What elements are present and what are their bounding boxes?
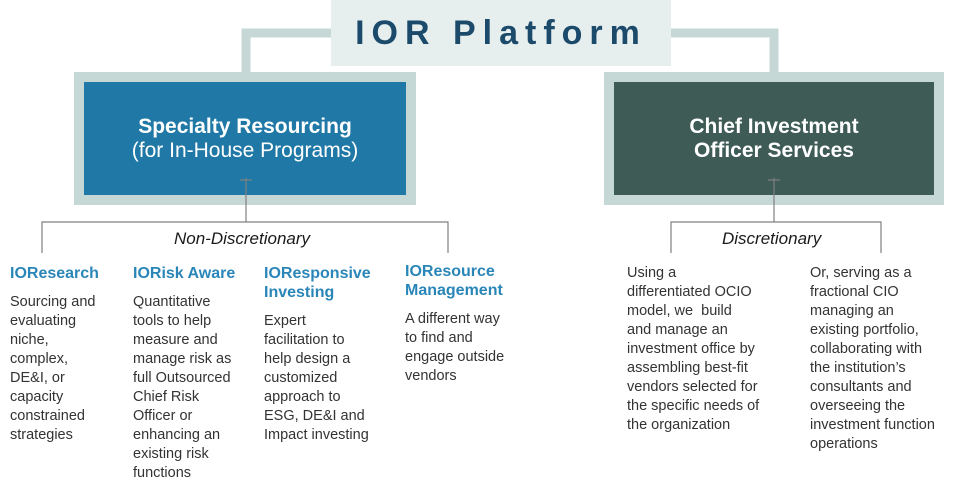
text-line: managing an	[810, 303, 894, 319]
text-line: capacity	[10, 389, 64, 405]
column-heading-2: Management	[405, 282, 503, 299]
text-line: existing risk	[133, 446, 209, 462]
text-line: consultants and	[810, 379, 912, 395]
title-box: IOR Platform	[331, 0, 671, 66]
non-discretionary-label: Non-Discretionary	[174, 229, 311, 248]
column-heading: IOResource	[405, 263, 495, 280]
left-bracket	[41, 221, 449, 253]
column-description: Using a differentiated OCIO model, we bu…	[627, 264, 797, 435]
text-line: tools to help	[133, 313, 212, 329]
text-line: investment function	[810, 417, 935, 433]
text-line: complex,	[10, 351, 69, 367]
column-description: Sourcing and evaluating niche, complex, …	[10, 293, 125, 445]
right-box-title-2: Officer Services	[694, 138, 854, 162]
text-line: constrained	[10, 408, 85, 424]
column-fractional-cio: Or, serving as a fractional CIO managing…	[810, 264, 960, 454]
column-heading-2: Investing	[264, 284, 335, 301]
text-line: investment office by	[627, 341, 755, 357]
cio-services-box: Chief Investment Officer Services	[614, 82, 934, 195]
text-line: functions	[133, 465, 192, 481]
column-description: A different way to find and engage outsi…	[405, 310, 525, 386]
column-ioresource-management: IOResource Management A different way to…	[405, 262, 525, 386]
column-ioresponsive-investing: IOResponsive Investing Expert facilitati…	[264, 264, 399, 445]
title-connector-right	[671, 28, 779, 72]
text-line: and manage an	[627, 322, 728, 338]
specialty-resourcing-box: Specialty Resourcing (for In-House Progr…	[84, 82, 406, 195]
column-heading: IORisk Aware	[133, 265, 236, 282]
text-line: Sourcing and	[10, 294, 96, 310]
text-line: Or, serving as a	[810, 265, 912, 281]
text-line: Impact investing	[264, 427, 369, 443]
right-box-fill	[614, 82, 934, 195]
text-line: fractional CIO	[810, 284, 899, 300]
text-line: existing portfolio,	[810, 322, 919, 338]
left-box-subtitle: (for In-House Programs)	[131, 138, 359, 162]
text-line: Expert	[264, 313, 306, 329]
text-line: strategies	[10, 427, 73, 443]
text-line: engage outside	[405, 349, 505, 365]
text-line: assembling best-fit	[627, 360, 748, 376]
right-box-title-1: Chief Investment	[689, 114, 859, 138]
text-line: full Outsourced	[133, 370, 231, 386]
text-line: customized	[264, 370, 338, 386]
text-line: the organization	[627, 417, 731, 433]
text-line: Using a	[627, 265, 677, 281]
text-line: differentiated OCIO	[627, 284, 752, 300]
left-box-title: Specialty Resourcing	[138, 114, 352, 138]
text-line: vendors	[405, 368, 457, 384]
text-line: Quantitative	[133, 294, 211, 310]
column-description: Or, serving as a fractional CIO managing…	[810, 264, 960, 454]
left-box-fill	[84, 82, 406, 195]
text-line: A different way	[405, 311, 500, 327]
text-line: facilitation to	[264, 332, 345, 348]
column-description: Quantitative tools to help measure and m…	[133, 293, 261, 483]
text-line: approach to	[264, 389, 341, 405]
text-line: to find and	[405, 330, 473, 346]
text-line: niche,	[10, 332, 49, 348]
text-line: Officer or	[133, 408, 193, 424]
text-line: help design a	[264, 351, 351, 367]
column-description: Expert facilitation to help design a cus…	[264, 312, 399, 445]
text-line: operations	[810, 436, 878, 452]
column-iorisk-aware: IORisk Aware Quantitative tools to help …	[133, 264, 261, 483]
text-line: manage risk as	[133, 351, 232, 367]
text-line: DE&I, or	[10, 370, 65, 386]
page-title: IOR Platform	[355, 13, 647, 52]
text-line: enhancing an	[133, 427, 221, 443]
text-line: the institution’s	[810, 360, 906, 376]
text-line: the specific needs of	[627, 398, 760, 414]
text-line: model, we build	[627, 303, 732, 319]
column-heading: IOResearch	[10, 265, 99, 282]
text-line: measure and	[133, 332, 218, 348]
text-line: ESG, DE&I and	[264, 408, 365, 424]
text-line: Chief Risk	[133, 389, 200, 405]
text-line: vendors selected for	[627, 379, 758, 395]
column-heading: IOResponsive	[264, 265, 371, 282]
text-line: evaluating	[10, 313, 77, 329]
text-line: overseeing the	[810, 398, 906, 414]
column-ioresearch: IOResearch Sourcing and evaluating niche…	[10, 264, 125, 445]
title-connector-left	[241, 28, 331, 72]
text-line: collaborating with	[810, 341, 923, 357]
discretionary-label: Discretionary	[722, 229, 822, 248]
column-ocio-model: Using a differentiated OCIO model, we bu…	[627, 264, 797, 435]
right-bracket	[670, 221, 882, 253]
